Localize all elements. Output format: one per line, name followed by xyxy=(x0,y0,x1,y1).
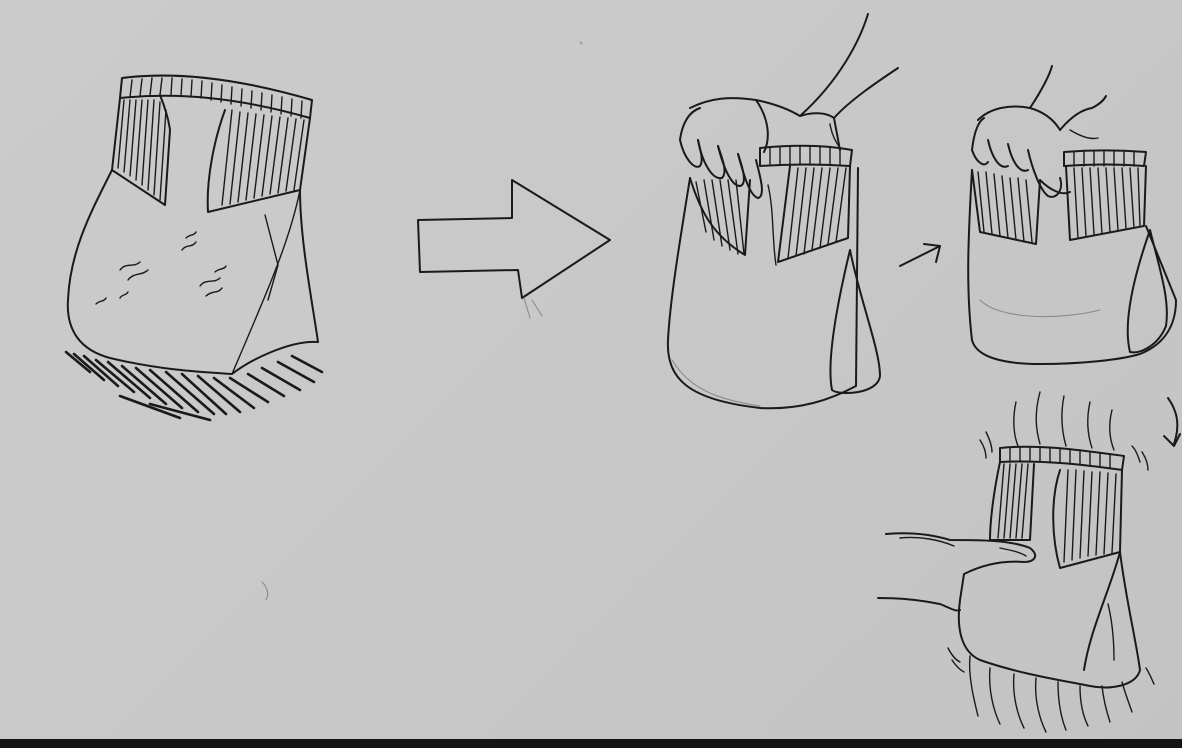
arrow-icon xyxy=(900,244,940,266)
squeezed-bag-sketch xyxy=(878,392,1154,732)
hand-folding-sketch xyxy=(668,14,898,408)
paper-edge-shadow xyxy=(0,739,1182,748)
stray-dot xyxy=(580,42,582,44)
hand-pinching-sketch xyxy=(968,66,1176,364)
full-bag-sketch xyxy=(66,76,322,420)
curved-arrow-icon xyxy=(1164,398,1180,446)
arrow-right-icon xyxy=(418,180,610,318)
stray-mark xyxy=(262,582,268,600)
